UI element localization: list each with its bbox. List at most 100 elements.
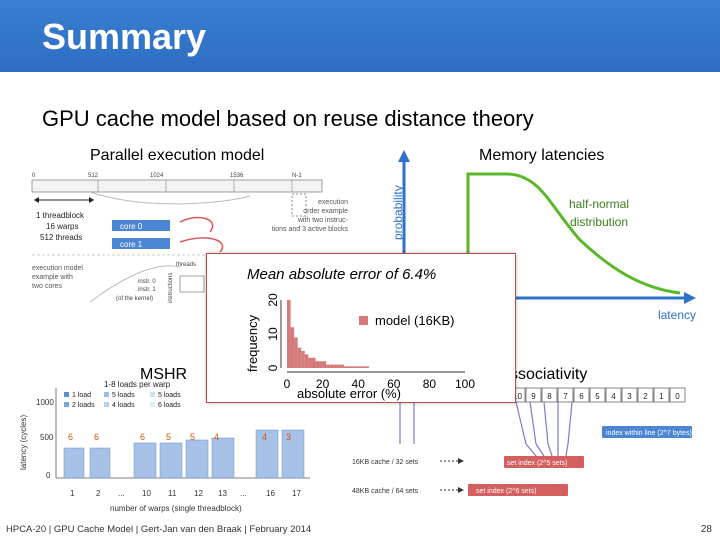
address-bit-label: 4 <box>611 392 616 401</box>
legend-2-loads: 2 loads <box>72 402 95 409</box>
mshr-xtick-16: 16 <box>266 489 275 498</box>
histogram-ylabel: frequency <box>245 314 260 372</box>
histogram-bar <box>340 364 344 368</box>
address-bit-cell <box>541 387 558 403</box>
bar-label-13: 4 <box>214 432 219 442</box>
address-bit-label: 0 <box>675 392 680 401</box>
tick-0: 0 <box>32 173 36 179</box>
bar-label-12: 5 <box>190 432 195 442</box>
tick-n-1: N-1 <box>292 173 302 179</box>
bar-label-2: 6 <box>94 432 99 442</box>
bar-label-11: 5 <box>166 432 171 442</box>
histogram-y-tick: 10 <box>266 327 280 341</box>
popup-heading: Mean absolute error of 6.4% <box>247 266 437 283</box>
histogram-x-tick: 60 <box>387 377 401 391</box>
histogram-bar <box>358 366 362 368</box>
address-bit-label: 10 <box>513 392 522 401</box>
exec-note-3: with two instruc- <box>297 217 349 224</box>
mshr-xtick-10: 10 <box>142 489 151 498</box>
tick-1024: 1024 <box>150 173 164 179</box>
slide-title: Summary <box>42 16 207 57</box>
thread-range-bar <box>31 179 323 193</box>
core-0-label: core 0 <box>120 222 143 231</box>
histogram-bar <box>319 361 323 368</box>
address-bit-cell <box>669 387 686 403</box>
mshr-legend-title: 1-8 loads per warp <box>104 380 171 389</box>
threads-label: 512 threads <box>40 233 82 242</box>
address-bit-label: 3 <box>627 392 632 401</box>
page-number: 28 <box>700 524 712 535</box>
index-within-line-label: index within line (2^7 bytes) <box>606 430 692 437</box>
legend-swatch <box>359 316 368 325</box>
latency-label: latency <box>658 308 696 322</box>
histogram-bar <box>351 366 355 368</box>
histogram-x-tick: 100 <box>455 377 475 391</box>
curve-label-1: half-normal <box>569 197 629 211</box>
slide-subtitle: GPU cache model based on reuse distance … <box>42 106 534 131</box>
mshr-bar-groups <box>63 429 305 479</box>
title-bar <box>0 0 720 72</box>
histogram-bars <box>287 300 369 368</box>
histogram-bar <box>347 366 352 368</box>
address-bit-label: 1 <box>659 392 664 401</box>
mshr-xtick-2: 2 <box>96 489 101 498</box>
mshr-xtick-11: 11 <box>168 489 177 498</box>
legend-5-loads: 5 loads <box>158 392 181 399</box>
histogram-xlabel: absolute error (%) <box>297 386 401 401</box>
set-index-6-label: set index (2^6 sets) <box>476 488 536 495</box>
probability-label: probability <box>391 185 405 240</box>
histogram-bar <box>308 357 312 368</box>
exec-note-4: tions and 3 active blocks <box>272 226 349 233</box>
histogram-x-tick: 20 <box>316 377 330 391</box>
memory-latencies-label: Memory latencies <box>479 147 605 164</box>
address-bit-label: 7 <box>563 392 568 401</box>
instr-1-label: instr. 1 <box>138 287 156 293</box>
address-bit-label: 2 <box>643 392 648 401</box>
legend-4-loads: 4 loads <box>112 402 135 409</box>
bar-label-10: 6 <box>140 432 145 442</box>
address-bit-cell <box>637 387 654 403</box>
bar-label-17: 3 <box>286 432 291 442</box>
address-bit-label: 8 <box>547 392 552 401</box>
half-normal-curve <box>466 172 681 298</box>
warps-label: 16 warps <box>46 222 78 231</box>
legend-1-load: 1 load <box>72 392 91 399</box>
model-note-2: example with <box>32 274 73 281</box>
histogram-bar <box>311 357 316 368</box>
histogram-bar <box>294 337 298 368</box>
core-1-box <box>112 238 170 249</box>
histogram-legend: model (16KB) <box>375 313 454 328</box>
parallel-execution-figure: 0 512 1024 1536 N-1 1 threadblock 16 war… <box>31 173 380 303</box>
histogram-bar <box>343 366 348 368</box>
legend-6-loads: 6 loads <box>158 402 181 409</box>
histogram-y-tick: 0 <box>266 364 280 371</box>
tick-1536: 1536 <box>230 173 244 179</box>
kernel-note: (of the kernel) <box>116 296 153 302</box>
address-bit-cell <box>525 387 542 403</box>
curve-label-2: distribution <box>570 215 628 229</box>
histogram-y-ticks: 0 10 20 <box>266 293 280 371</box>
histogram-bar <box>336 364 341 368</box>
mshr-xtick-13: 13 <box>218 489 227 498</box>
histogram-bar <box>304 354 309 368</box>
exec-note-1: execution <box>318 199 348 206</box>
mshr-ytick-0: 0 <box>46 471 51 480</box>
histogram-y-tick: 20 <box>266 293 280 307</box>
histogram-x-tick: 0 <box>284 377 291 391</box>
exec-note-2: order example <box>303 208 348 215</box>
associativity-label: ssociativity <box>510 366 588 383</box>
mshr-latency-chart: latency (cycles) 1000 500 0 1-8 loads pe… <box>19 380 310 513</box>
address-bit-label: 9 <box>531 392 536 401</box>
bar-label-16: 4 <box>262 432 267 442</box>
histogram-bar <box>290 327 295 368</box>
slide-footer: HPCA-20 | GPU Cache Model | Gert-Jan van… <box>6 524 312 535</box>
histogram-bar <box>333 364 337 368</box>
mshr-xtick-1: 1 <box>70 489 75 498</box>
histogram-bar <box>326 364 330 368</box>
model-note-3: two cores <box>32 283 62 290</box>
